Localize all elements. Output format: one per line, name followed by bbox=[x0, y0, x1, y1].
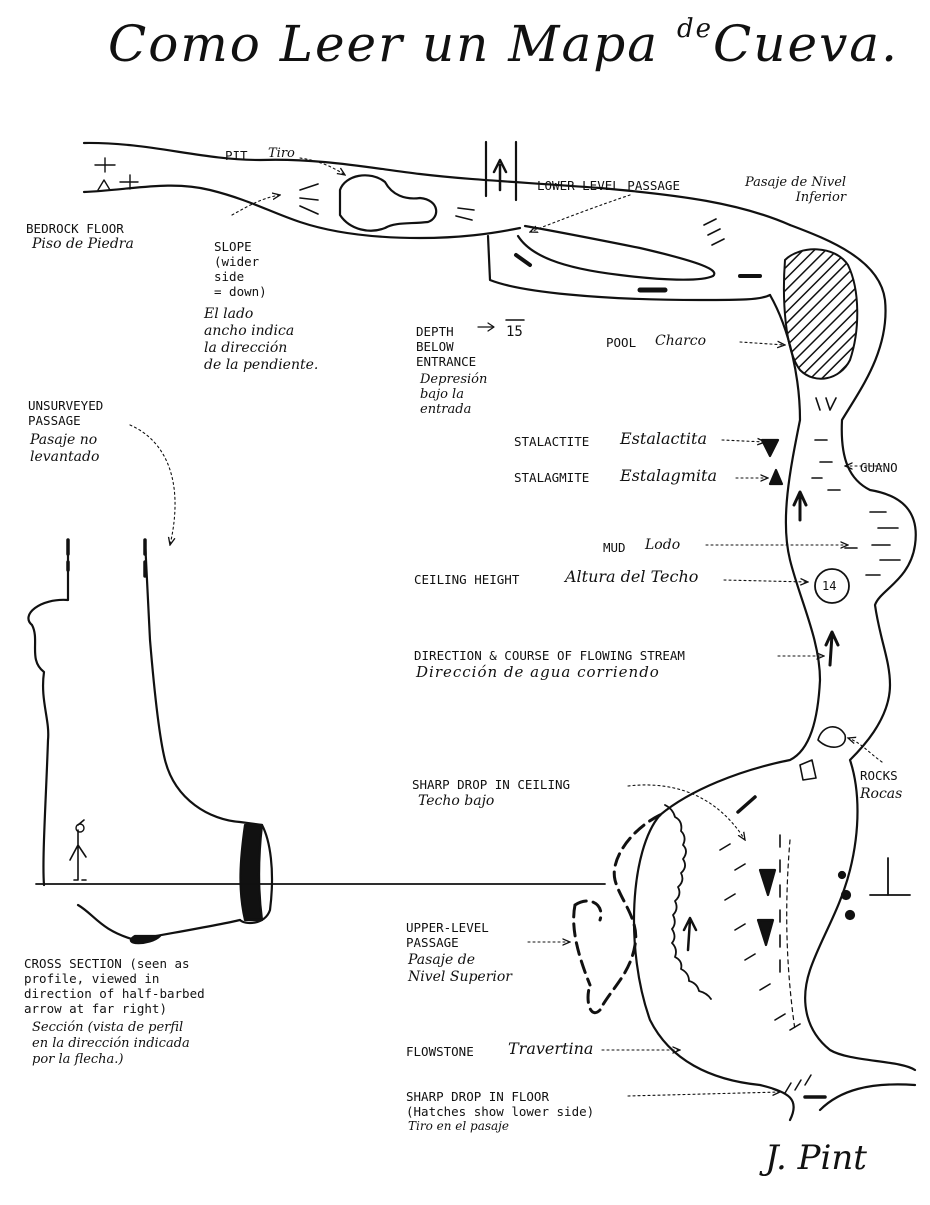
pool-label: POOL bbox=[606, 335, 637, 350]
rocks-label-es: Rocas bbox=[860, 786, 903, 802]
slope-label: SLOPE (wider side = down) bbox=[214, 239, 267, 299]
sharp-drop-floor-label: SHARP DROP IN FLOOR (Hatches show lower … bbox=[406, 1089, 595, 1119]
east-passage-outer bbox=[788, 223, 917, 1072]
depth-label: DEPTH BELOW ENTRANCE bbox=[416, 324, 477, 369]
ceiling-height-value: 14 bbox=[822, 579, 837, 593]
bedrock-floor-label: BEDROCK FLOOR bbox=[26, 221, 124, 236]
unsurveyed-passage-label-es: Pasaje no levantado bbox=[30, 432, 100, 465]
sharp-drop-ceiling-label: SHARP DROP IN CEILING bbox=[412, 777, 571, 792]
cross-section-label-es: Sección (vista de perfil en la dirección… bbox=[32, 1020, 190, 1067]
sharp-drop-ceiling-label-es: Techo bajo bbox=[418, 793, 495, 809]
depth-value: 15 bbox=[506, 324, 523, 340]
depth-label-es: Depresión bajo la entrada bbox=[420, 372, 488, 417]
author-signature: J. Pint bbox=[765, 1138, 867, 1178]
flowstone-scallops bbox=[664, 804, 712, 1000]
stalagmite-label: STALAGMITE bbox=[514, 470, 590, 485]
ceiling-height-label-es: Altura del Techo bbox=[565, 567, 699, 586]
lower-level-passage-label: LOWER LEVEL PASSAGE bbox=[537, 178, 680, 193]
stalagmite-label-es: Estalagmita bbox=[620, 466, 718, 485]
top-passage-upper-wall bbox=[82, 141, 792, 227]
pool-label-es: Charco bbox=[655, 333, 707, 349]
cross-section-right-wall bbox=[143, 538, 274, 925]
mud-label-es: Lodo bbox=[645, 537, 681, 553]
stream-label: DIRECTION & COURSE OF FLOWING STREAM bbox=[414, 648, 685, 663]
bedrock-floor-label-es: Piso de Piedra bbox=[32, 236, 134, 252]
east-passage-inner bbox=[632, 293, 917, 1122]
pit-label-es: Tiro bbox=[268, 146, 295, 161]
flowstone-label-es: Travertina bbox=[508, 1039, 594, 1058]
pool bbox=[782, 248, 859, 380]
cross-section-left-wall bbox=[27, 538, 242, 942]
cross-section-label: CROSS SECTION (seen as profile, viewed i… bbox=[24, 956, 205, 1016]
pit-label: PIT bbox=[225, 148, 248, 163]
upper-level-passage-label: UPPER-LEVEL PASSAGE bbox=[406, 920, 489, 950]
lower-loop bbox=[486, 224, 772, 302]
unsurveyed-passage-label: UNSURVEYED PASSAGE bbox=[28, 398, 104, 428]
sharp-drop-floor-label-es: Tiro en el pasaje bbox=[408, 1119, 509, 1133]
flowstone-label: FLOWSTONE bbox=[406, 1044, 474, 1059]
top-passage-lower-wall bbox=[82, 184, 522, 240]
page-title: Como Leer un Mapa deCueva. bbox=[108, 14, 900, 73]
lower-level-passage-label-es: Pasaje de Nivel Inferior bbox=[745, 175, 847, 205]
slope-label-es: El lado ancho indica la dirección de la … bbox=[204, 306, 319, 373]
guano-label: GUANO bbox=[860, 460, 898, 475]
stalactite-label-es: Estalactita bbox=[620, 429, 707, 448]
stalactite-label: STALACTITE bbox=[514, 434, 590, 449]
upper-level-dashed bbox=[572, 813, 662, 1014]
upper-level-passage-label-es: Pasaje de Nivel Superior bbox=[408, 952, 512, 985]
mud-label: MUD bbox=[603, 540, 626, 555]
ceiling-height-label: CEILING HEIGHT bbox=[414, 572, 520, 587]
stream-label-es: Dirección de agua corriendo bbox=[416, 663, 660, 681]
pit-outline bbox=[338, 174, 438, 232]
rocks-label: ROCKS bbox=[860, 768, 898, 783]
